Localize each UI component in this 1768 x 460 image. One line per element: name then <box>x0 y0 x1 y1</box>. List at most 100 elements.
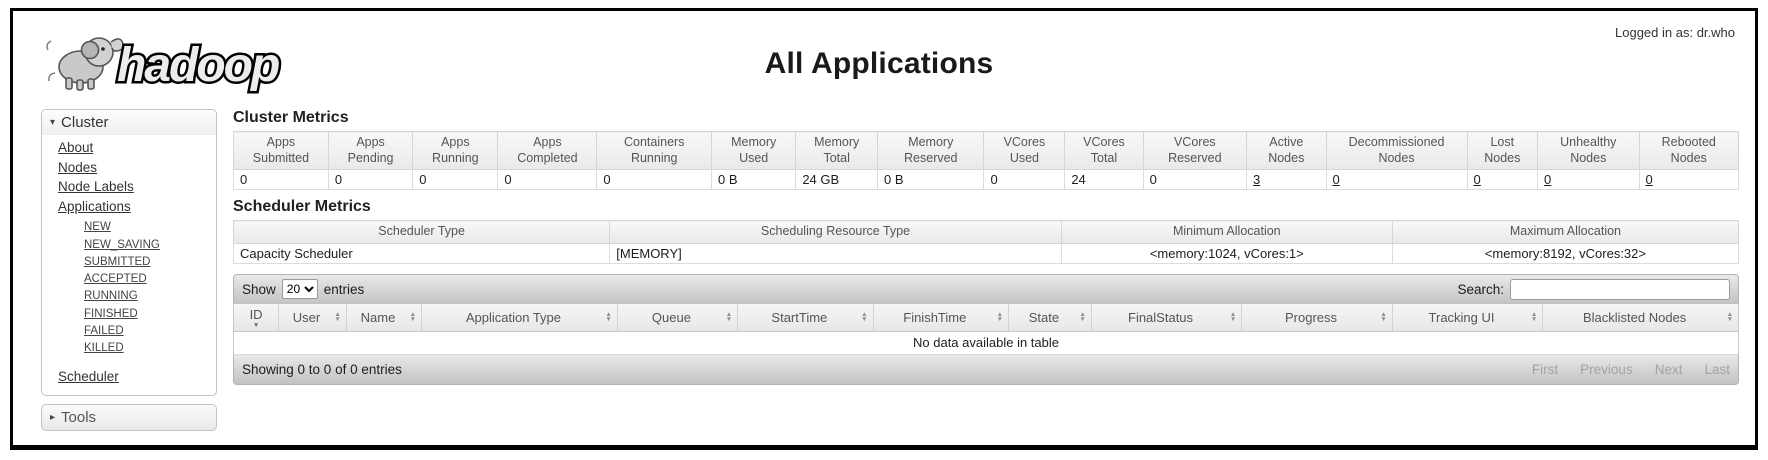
cluster-metric-value[interactable]: 24 <box>1064 169 1144 191</box>
cluster-section-header[interactable]: ▾ Cluster <box>42 110 216 135</box>
column-header[interactable]: Blacklisted Nodes ▲▼ <box>1542 303 1739 332</box>
cluster-metrics-heading: Cluster Metrics <box>233 109 349 126</box>
sidebar-app-state-link[interactable]: SUBMITTED <box>84 255 151 268</box>
column-header-label: Name <box>360 309 396 325</box>
applications-table: ID ▲▼ User ▲▼ Name ▲▼ Application Type ▲… <box>233 303 1739 355</box>
column-header-label: Progress <box>1285 309 1338 325</box>
column-header-label: Queue <box>651 309 691 325</box>
window-frame: hadoop All Applications Logged in as: dr… <box>10 8 1758 450</box>
cluster-metric-value[interactable]: 0 <box>1325 169 1468 191</box>
cluster-metric-header: Memory Total <box>795 130 879 171</box>
cluster-metric-header: Apps Submitted <box>233 130 329 171</box>
cluster-metric-value[interactable]: 0 <box>1638 169 1739 191</box>
column-header[interactable]: Tracking UI ▲▼ <box>1392 303 1544 332</box>
column-header[interactable]: FinishTime ▲▼ <box>873 303 1010 332</box>
column-header[interactable]: Name ▲▼ <box>346 303 423 332</box>
sort-icon: ▲▼ <box>1229 311 1237 324</box>
cluster-metric-header: Containers Running <box>596 130 713 171</box>
column-header[interactable]: Queue ▲▼ <box>617 303 739 332</box>
pagination-button[interactable]: Next <box>1654 361 1683 377</box>
empty-row: No data available in table <box>233 331 1739 355</box>
cluster-metric-value[interactable]: 0 <box>1142 169 1248 191</box>
column-header-label: StartTime <box>771 309 828 325</box>
column-header[interactable]: FinalStatus ▲▼ <box>1091 303 1243 332</box>
sidebar-app-state-link[interactable]: RUNNING <box>84 290 138 303</box>
pagination-button[interactable]: Previous <box>1580 361 1633 377</box>
cluster-metric-value[interactable]: 0 <box>497 169 598 191</box>
scheduler-metrics-heading: Scheduler Metrics <box>233 198 371 216</box>
cluster-metric-value[interactable]: 3 <box>1246 169 1327 191</box>
scheduler-metric-header: Scheduling Resource Type <box>609 220 1062 244</box>
apps-header-row: ID ▲▼ User ▲▼ Name ▲▼ Application Type ▲… <box>233 303 1739 332</box>
scheduler-metric-value: [MEMORY] <box>609 242 1062 264</box>
column-header-label: Application Type <box>465 309 562 325</box>
cluster-metric-header: Apps Completed <box>497 130 598 171</box>
hadoop-logo: hadoop <box>41 25 293 100</box>
sidebar-link[interactable]: Nodes <box>58 159 98 175</box>
showing-entries-status: Showing 0 to 0 of 0 entries <box>242 361 402 377</box>
column-header[interactable]: StartTime ▲▼ <box>737 303 874 332</box>
app-state-nav: NEW NEW_SAVING SUBMITTED ACCEPTED RUNNING FIN… <box>58 216 210 361</box>
cluster-metric-header: Rebooted Nodes <box>1638 130 1739 171</box>
cluster-metric-value[interactable]: 0 B <box>711 169 797 191</box>
cluster-metric-header: Lost Nodes <box>1466 130 1539 171</box>
pagination-button[interactable]: Last <box>1704 361 1730 377</box>
cluster-metric-value[interactable]: 0 <box>596 169 713 191</box>
table-toolbar: Show 20 entries Search: <box>233 273 1739 304</box>
sidebar-link[interactable]: Applications <box>58 198 131 214</box>
cluster-metric-value[interactable]: 0 <box>1466 169 1539 191</box>
scheduler-metric-header: Scheduler Type <box>232 220 611 244</box>
column-header[interactable]: Application Type ▲▼ <box>421 303 618 332</box>
sidebar-app-state-link[interactable]: NEW_SAVING <box>84 238 160 251</box>
column-header[interactable]: User ▲▼ <box>278 303 347 332</box>
sort-icon: ▲▼ <box>1380 311 1387 324</box>
column-header-label: User <box>292 309 321 325</box>
scheduler-metrics-value-row: Capacity Scheduler[MEMORY]<memory:1024, … <box>232 242 1740 264</box>
search-input[interactable] <box>1510 278 1730 300</box>
sort-icon: ▲▼ <box>1079 311 1086 324</box>
tools-section-header[interactable]: ▸ Tools <box>42 405 216 430</box>
sort-icon: ▲▼ <box>409 311 417 324</box>
tools-section-label: Tools <box>61 408 97 426</box>
logo-wordmark: hadoop <box>117 39 279 92</box>
scheduler-metric-header: Minimum Allocation <box>1060 220 1393 244</box>
cluster-metric-value[interactable]: 0 <box>327 169 414 191</box>
sidebar-link-scheduler[interactable]: Scheduler <box>58 369 119 385</box>
cluster-metric-value[interactable]: 0 B <box>877 169 985 191</box>
cluster-metric-value[interactable]: 0 <box>412 169 499 191</box>
cluster-metric-value[interactable]: 0 <box>1537 169 1640 191</box>
sidebar-link[interactable]: Node Labels <box>58 179 134 195</box>
cluster-metric-value[interactable]: 24 GB <box>795 169 879 191</box>
pagination-button[interactable]: First <box>1531 361 1559 377</box>
expand-arrow-icon: ▸ <box>50 411 56 423</box>
column-header[interactable]: Progress ▲▼ <box>1241 303 1393 332</box>
logged-in-status: Logged in as: dr.who <box>1615 25 1735 40</box>
sidebar-app-state-link[interactable]: ACCEPTED <box>84 273 147 285</box>
cluster-metric-header: Memory Reserved <box>877 130 985 171</box>
column-header[interactable]: State ▲▼ <box>1008 303 1092 332</box>
page-size-select[interactable]: 20 <box>281 279 318 300</box>
cluster-section-label: Cluster <box>61 114 109 131</box>
tools-section: ▸ Tools <box>41 403 217 431</box>
table-footer: Showing 0 to 0 of 0 entries First Previou… <box>233 354 1739 385</box>
cluster-metric-header: Memory Used <box>711 130 797 171</box>
cluster-metric-value[interactable]: 0 <box>233 169 329 191</box>
hadoop-elephant-logo: hadoop <box>46 37 283 95</box>
sort-icon: ▲▼ <box>1726 311 1733 324</box>
sidebar-link[interactable]: About <box>58 140 94 155</box>
sort-icon: ▲▼ <box>605 311 612 324</box>
sidebar-app-state-link[interactable]: NEW <box>84 221 111 234</box>
sidebar-app-state-link[interactable]: FAILED <box>84 324 124 337</box>
empty-table-message: No data available in table <box>233 331 1739 355</box>
column-header[interactable]: ID ▲▼ <box>233 303 280 332</box>
sidebar-app-state-link[interactable]: KILLED <box>84 342 124 354</box>
cluster-metric-value[interactable]: 0 <box>983 169 1066 191</box>
sort-icon: ▲▼ <box>725 311 733 324</box>
sidebar-app-state-link[interactable]: FINISHED <box>84 307 138 320</box>
